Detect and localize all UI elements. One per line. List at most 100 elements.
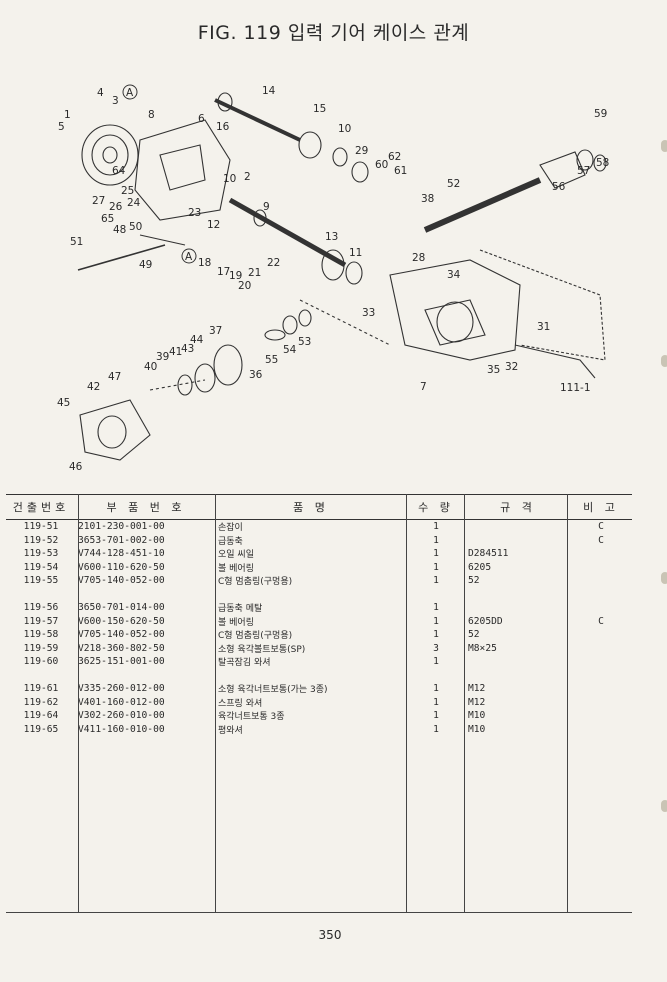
table-bottom-rule: [6, 912, 632, 913]
callout-label: 50: [129, 221, 142, 233]
cell-ref-no: 119-53: [23, 548, 59, 560]
cell-part-name: [216, 669, 406, 683]
exploded-parts-diagram: 1 2 3 4 5 6 7 8 10 10 11 12 13 14 15 16 …: [0, 60, 667, 480]
table-row: 119-54 V600-110-620-50 볼 베어링 1 6205: [6, 561, 632, 575]
pulley-shape: [81, 124, 139, 186]
callout-label: 47: [108, 371, 121, 383]
col-header-part-no: 부 품 번 호: [76, 494, 216, 520]
callout-label: 43: [181, 343, 194, 355]
cell-part-name: 평와셔: [218, 725, 243, 736]
cell-part-no: V705-140-052-00: [78, 629, 165, 641]
callout-label: 11: [349, 247, 362, 259]
cell-spec: M10: [468, 710, 486, 722]
callout-label: 49: [139, 259, 152, 271]
callout-label: 33: [362, 307, 375, 319]
callout-label: 38: [421, 193, 434, 205]
cell-remarks: [570, 547, 632, 561]
cell-spec: [466, 601, 570, 615]
cell-part-name: 급동축: [218, 536, 243, 547]
cell-ref-no: 119-60: [23, 656, 59, 668]
cell-spec: [466, 534, 570, 548]
page-number: 350: [318, 928, 342, 942]
cell-part-no: 3650-701-014-00: [78, 602, 165, 614]
callout-label: 56: [552, 181, 566, 193]
cell-part-name: 손잡이: [218, 523, 243, 534]
reference-a-marker-bottom: [181, 248, 197, 264]
cell-part-no: V411-160-010-00: [78, 723, 165, 735]
cell-ref-no: 119-52: [23, 534, 59, 546]
callout-label: 9: [263, 201, 270, 213]
callout-label: 17: [217, 266, 230, 278]
callout-label: 5: [58, 121, 65, 133]
cell-part-no: [76, 669, 216, 683]
cell-remarks: [570, 561, 632, 575]
col-header-part-name: 품 명: [216, 494, 406, 520]
cell-part-no: V600-110-620-50: [78, 561, 165, 573]
callout-label: 54: [283, 344, 297, 356]
cell-spec: [466, 588, 570, 602]
callout-label: 21: [248, 267, 261, 279]
figure-title: FIG. 119 입력 기어 케이스 관계: [197, 22, 470, 44]
cell-remarks: [570, 628, 632, 642]
cell-part-name: C형 멈춤링(구멍용): [218, 631, 293, 642]
cell-part-name: 스프링 와셔: [218, 698, 263, 709]
callout-label: 29: [355, 145, 368, 157]
cell-qty: 1: [433, 710, 439, 722]
binding-hole: [661, 140, 667, 152]
cell-ref-no: 119-54: [23, 561, 59, 573]
table-row: [6, 588, 632, 602]
cell-part-name: 탈곡잠김 와셔: [218, 658, 271, 669]
callout-label: 1: [64, 109, 71, 121]
cell-spec: M10: [468, 723, 486, 735]
cell-part-no: V705-140-052-00: [78, 575, 165, 587]
cell-remarks: [570, 709, 632, 723]
binding-hole: [661, 355, 667, 367]
column-divider: [464, 494, 465, 912]
cell-qty: 1: [433, 561, 439, 573]
callout-label: 10: [338, 123, 351, 135]
column-divider: [567, 494, 568, 912]
callout-label: 53: [298, 336, 311, 348]
cell-qty: 1: [433, 629, 439, 641]
cell-spec: D284511: [468, 548, 509, 560]
cell-part-name: 볼 베어링: [218, 563, 254, 574]
cell-part-name: 오일 씨일: [218, 550, 254, 561]
callout-label: 8: [148, 109, 155, 121]
cell-remarks: [570, 723, 632, 737]
callout-label: A: [185, 251, 193, 263]
callout-label: 26: [109, 201, 123, 213]
callout-label: 57: [577, 165, 590, 177]
cell-spec: [466, 520, 570, 534]
callout-label: 60: [375, 159, 388, 171]
cell-part-no: 2101-230-001-00: [78, 521, 165, 533]
cell-remarks: C: [598, 615, 604, 627]
housing-shape: [389, 259, 521, 361]
callout-label: 27: [92, 195, 105, 207]
col-header-remarks: 비 고: [570, 494, 632, 520]
callout-label: 51: [70, 236, 83, 248]
cell-spec: 6205DD: [468, 615, 503, 627]
cell-part-no: 3625-151-001-00: [78, 656, 165, 668]
cell-qty: 1: [433, 602, 439, 614]
column-divider: [78, 494, 79, 912]
cell-remarks: C: [598, 521, 604, 533]
callout-label: 3: [112, 95, 119, 107]
callout-label: 18: [198, 257, 211, 269]
cell-ref-no: 119-58: [23, 629, 59, 641]
cell-spec: 6205: [468, 561, 492, 573]
cell-ref-no: 119-62: [23, 696, 59, 708]
cell-spec: [466, 669, 570, 683]
callout-label: 15: [313, 103, 326, 115]
cell-part-no: V401-160-012-00: [78, 696, 165, 708]
cell-part-no: 3653-701-002-00: [78, 534, 165, 546]
callout-label: 22: [267, 257, 280, 269]
cell-ref-no: 119-65: [23, 723, 59, 735]
table-row: [6, 669, 632, 683]
